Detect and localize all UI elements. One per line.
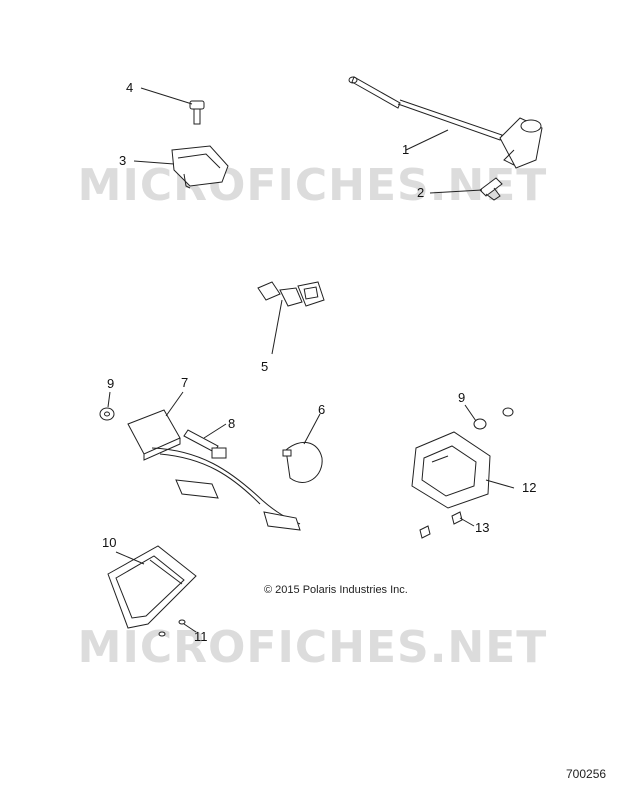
callout-12: 12 [522, 480, 536, 495]
part-1-sensor-cable [348, 76, 543, 169]
callout-9-right: 9 [458, 390, 465, 405]
callout-4: 4 [126, 80, 133, 95]
callout-1: 1 [402, 142, 409, 157]
callout-3: 3 [119, 153, 126, 168]
part-10-ecu [107, 545, 197, 629]
part-2-bolt [479, 177, 503, 201]
part-6-strap [282, 442, 323, 483]
callout-10: 10 [102, 535, 116, 550]
callout-13: 13 [475, 520, 489, 535]
callout-8: 8 [228, 416, 235, 431]
watermark-top: MICROFICHES.NET [77, 160, 548, 211]
part-7-module-harness [127, 409, 301, 531]
part-13-screws [419, 511, 463, 539]
part-5-temp-sensor [257, 281, 325, 307]
callout-9-left: 9 [107, 376, 114, 391]
callout-11: 11 [194, 629, 208, 644]
watermark-bottom: MICROFICHES.NET [77, 622, 548, 673]
callout-5: 5 [261, 359, 268, 374]
part-4-bolt [189, 100, 205, 125]
part-12-housing [411, 431, 491, 509]
part-9-nut-left [99, 407, 115, 421]
part-11-screws [158, 619, 186, 637]
copyright-text: © 2015 Polaris Industries Inc. [264, 584, 408, 596]
callout-7: 7 [181, 375, 188, 390]
callout-2: 2 [417, 185, 424, 200]
callout-6: 6 [318, 402, 325, 417]
part-8-bolt [183, 429, 227, 459]
leader-lines [107, 87, 515, 633]
document-number: 700256 [566, 767, 607, 781]
part-9-nut-right [473, 407, 514, 430]
part-3-map-sensor [171, 145, 229, 189]
